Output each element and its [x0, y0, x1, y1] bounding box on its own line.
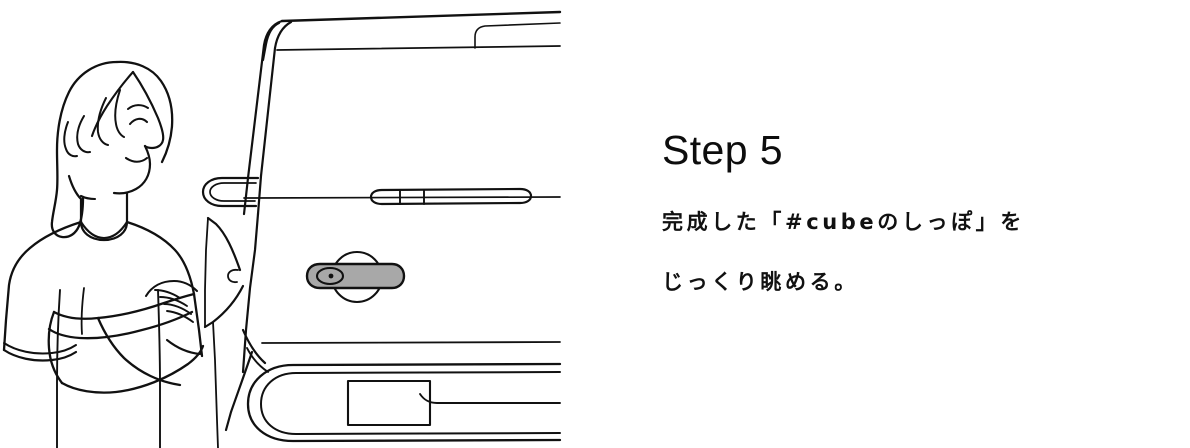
car-side-trim-strip — [369, 187, 533, 206]
car-fender-sweep — [203, 284, 245, 329]
person-hair-strand-1 — [114, 89, 125, 138]
step-text-block: Step 5 完成した「#cubeのしっぽ」を じっくり眺める。 — [660, 0, 1180, 448]
car-nose-slope — [241, 328, 267, 365]
person-hair-strand-2 — [96, 97, 109, 146]
person-shirt-fold-left — [56, 289, 61, 448]
person-sleeve-seam-left — [80, 287, 85, 335]
person-hair-right — [115, 60, 174, 164]
illustration-canvas — [2, 10, 562, 448]
car-mirror-stalk — [227, 268, 239, 284]
person-forearm-lower-3 — [60, 344, 205, 394]
person-hand — [144, 279, 199, 323]
person-hair — [50, 60, 119, 239]
person-forearm-upper-lower — [47, 310, 194, 340]
car-group — [201, 10, 562, 448]
person-neck — [67, 174, 129, 242]
car-license-plate — [346, 379, 432, 427]
person-hair-strand-3 — [76, 115, 91, 154]
car-fender-front — [206, 216, 242, 272]
step-illustration — [2, 10, 562, 448]
person-group — [2, 60, 205, 448]
person-shirt-fold-right — [157, 289, 161, 448]
person-face-jaw — [112, 144, 152, 195]
car-door-keyhole-dot — [328, 273, 334, 279]
person-sleeve-left-hem — [2, 348, 78, 362]
car-nose-inner — [224, 350, 254, 432]
body-text-line-2: じっくり眺める。 — [662, 270, 859, 294]
person-forearm-lower-2 — [96, 316, 182, 387]
person-eye — [128, 117, 149, 126]
person-shirt-right — [125, 220, 204, 358]
car-sill-line — [243, 196, 561, 199]
person-eyebrow — [127, 104, 149, 110]
car-side-mirror — [201, 176, 260, 208]
person-shirt-left — [2, 220, 83, 352]
person-mouth — [124, 156, 149, 163]
car-fender-front-inner — [204, 217, 209, 328]
person-collar — [79, 220, 129, 240]
person-hair-strand-4 — [63, 121, 78, 158]
car-front-bumper — [246, 347, 562, 443]
car-body-front-edge — [241, 212, 260, 374]
person-hair-sweep — [90, 70, 135, 138]
car-a-pillar-outer — [242, 19, 284, 216]
car-a-pillar-inner — [256, 20, 293, 216]
person-face-profile — [131, 70, 165, 150]
car-roof — [280, 10, 562, 23]
page-title: Step 5 — [662, 127, 783, 173]
person-sleeve-left-hem-2 — [3, 342, 77, 355]
car-belt-line — [276, 45, 561, 51]
person-forearm-upper — [52, 292, 196, 320]
car-lower-body-line — [261, 341, 561, 344]
person-forearm-lower — [47, 310, 64, 385]
person-sleeve-right-hem — [165, 338, 202, 356]
car-door-handle — [305, 262, 406, 290]
car-window-notch — [474, 22, 561, 49]
body-text-line-1: 完成した「#cubeのしっぽ」を — [662, 210, 1025, 234]
person-neck-left — [79, 194, 97, 201]
car-fender-lower — [212, 321, 219, 448]
